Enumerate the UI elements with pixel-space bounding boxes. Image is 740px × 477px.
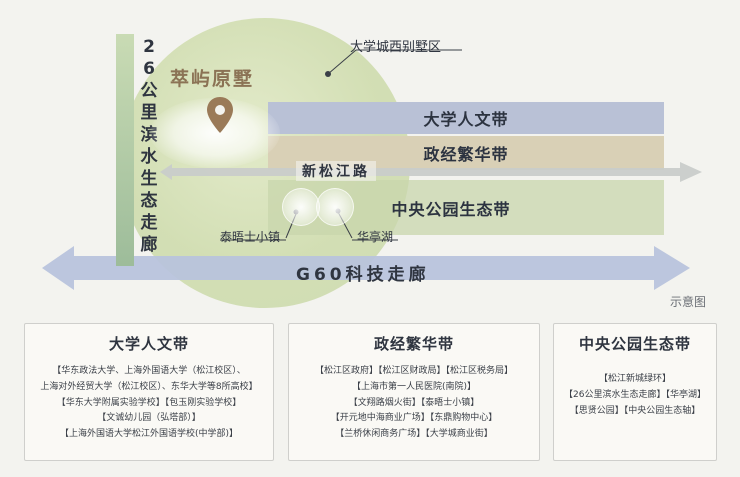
card-park-list: 【松江新城绿环】 【26公里滨水生态走廊】【华亭湖】 【思贤公园】【中央公园生态… — [554, 372, 716, 419]
band-politics-label: 政经繁华带 — [423, 145, 509, 164]
card-university-humanities: 大学人文带 【华东政法大学、上海外国语大学（松江校区）、 上海对外经贸大学（松江… — [24, 323, 274, 461]
western-villa-leader-line — [327, 49, 357, 75]
card-central-park: 中央公园生态带 【松江新城绿环】 【26公里滨水生态走廊】【华亭湖】 【思贤公园… — [553, 323, 717, 461]
highway-arrow — [42, 246, 690, 290]
huating-lake-circle — [316, 188, 354, 226]
huating-lake-label: 华亭湖 — [357, 230, 394, 244]
list-item: 上海对外经贸大学（松江校区）、东华大学等8所高校】 — [40, 381, 258, 392]
list-item: 【开元地中海商业广场】【东鼎购物中心】 — [330, 413, 498, 424]
thames-town-label: 泰晤士小镇 — [220, 230, 281, 244]
road-arrow — [160, 162, 702, 182]
list-item: 【文诚幼儿园（弘塔部）】 — [97, 413, 201, 424]
songjiang-road-label: 新松江路 — [296, 161, 376, 181]
band-humanities-label: 大学人文带 — [423, 110, 509, 129]
river-corridor-band — [116, 34, 134, 266]
list-item: 【松江新城绿环】 — [598, 374, 671, 384]
thames-town-circle — [282, 188, 320, 226]
location-pin-icon — [207, 97, 233, 133]
schematic-note: 示意图 — [670, 295, 707, 309]
project-title: 萃屿原墅 — [170, 68, 255, 90]
card-park-title: 中央公园生态带 — [578, 335, 691, 353]
card-politics-title: 政经繁华带 — [373, 335, 454, 353]
list-item: 【上海外国语大学松江外国语学校(中学部)】 — [59, 429, 239, 440]
list-item: 【上海市第一人民医院(南院)】 — [351, 381, 477, 392]
band-central-park-label: 中央公园生态带 — [391, 199, 511, 219]
band-university-humanities: 大学人文带 — [268, 102, 664, 134]
western-villa-label: 大学城西别墅区 — [350, 40, 442, 55]
list-item: 【思贤公园】【中央公园生态轴】 — [569, 405, 701, 416]
g60-corridor-label: G60科技走廊 — [296, 265, 430, 285]
card-humanities-list: 【华东政法大学、上海外国语大学（松江校区）、 上海对外经贸大学（松江校区）、东华… — [25, 364, 273, 443]
card-politics-list: 【松江区政府】【松江区财政局】【松江区税务局】 【上海市第一人民医院(南院)】 … — [289, 364, 539, 443]
list-item: 【兰桥休闲商务广场】【大学城商业街】 — [335, 429, 493, 440]
list-item: 【松江区政府】【松江区财政局】【松江区税务局】 — [314, 366, 513, 376]
card-political-economic: 政经繁华带 【松江区政府】【松江区财政局】【松江区税务局】 【上海市第一人民医院… — [288, 323, 540, 461]
list-item: 【文翔路烟火街】【泰晤士小镇】 — [348, 397, 480, 408]
western-villa-dot — [325, 71, 331, 77]
list-item: 【华东大学附属实验学校】【包玉刚实验学校】 — [56, 397, 242, 408]
card-humanities-title: 大学人文带 — [108, 335, 189, 353]
list-item: 【华东政法大学、上海外国语大学（松江校区）、 — [52, 366, 246, 376]
list-item: 【26公里滨水生态走廊】【华亭湖】 — [564, 389, 706, 400]
river-corridor-label: 26公里滨水生态走廊 — [140, 37, 158, 255]
